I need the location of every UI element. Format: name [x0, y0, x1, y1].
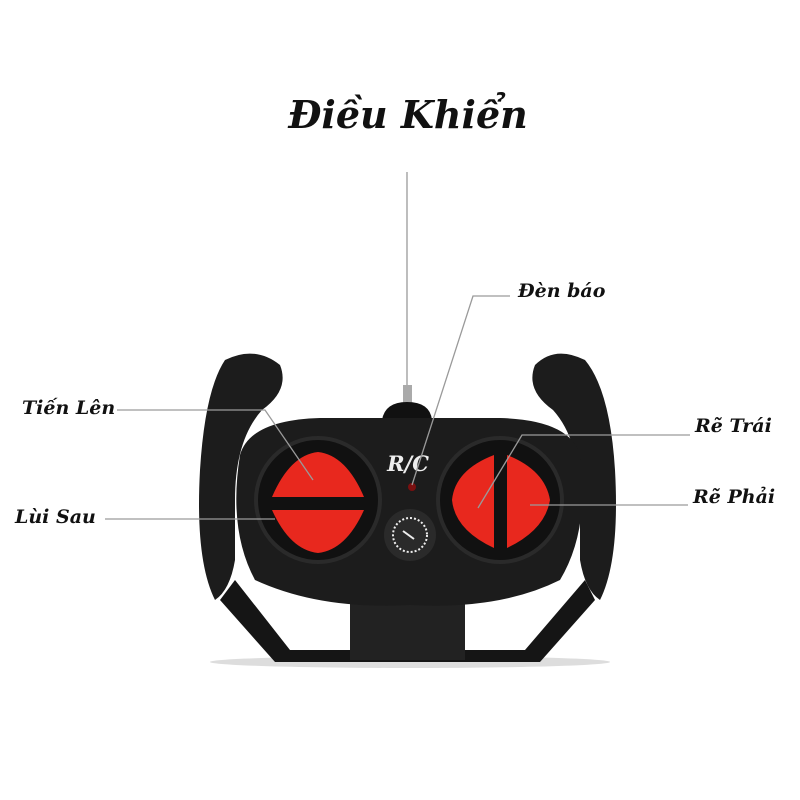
right-handle [532, 353, 616, 600]
rc-logo: R/C [386, 451, 429, 476]
label-forward: Tiến Lên [22, 397, 116, 419]
leader-lines [105, 172, 690, 520]
left-handle [199, 353, 283, 600]
gauge-icon [392, 517, 428, 553]
right-turn-button[interactable] [507, 455, 550, 548]
indicator-led [408, 483, 416, 491]
backward-button[interactable] [272, 510, 364, 553]
diagram-title: Điều Khiển [288, 92, 528, 137]
antenna-spring [403, 385, 412, 410]
label-backward: Lùi Sau [15, 506, 96, 528]
label-turn-left: Rẽ Trái [695, 415, 772, 437]
gauge-needle [402, 530, 415, 540]
label-turn-right: Rẽ Phải [693, 486, 776, 508]
leader-turn-left [477, 434, 690, 509]
left-turn-button[interactable] [452, 455, 494, 548]
antenna-base [382, 402, 432, 420]
forward-button[interactable] [272, 452, 364, 497]
stand [350, 600, 465, 660]
leader-indicator [411, 295, 510, 486]
leader-forward [117, 409, 314, 481]
label-indicator: Đèn báo [518, 280, 606, 302]
